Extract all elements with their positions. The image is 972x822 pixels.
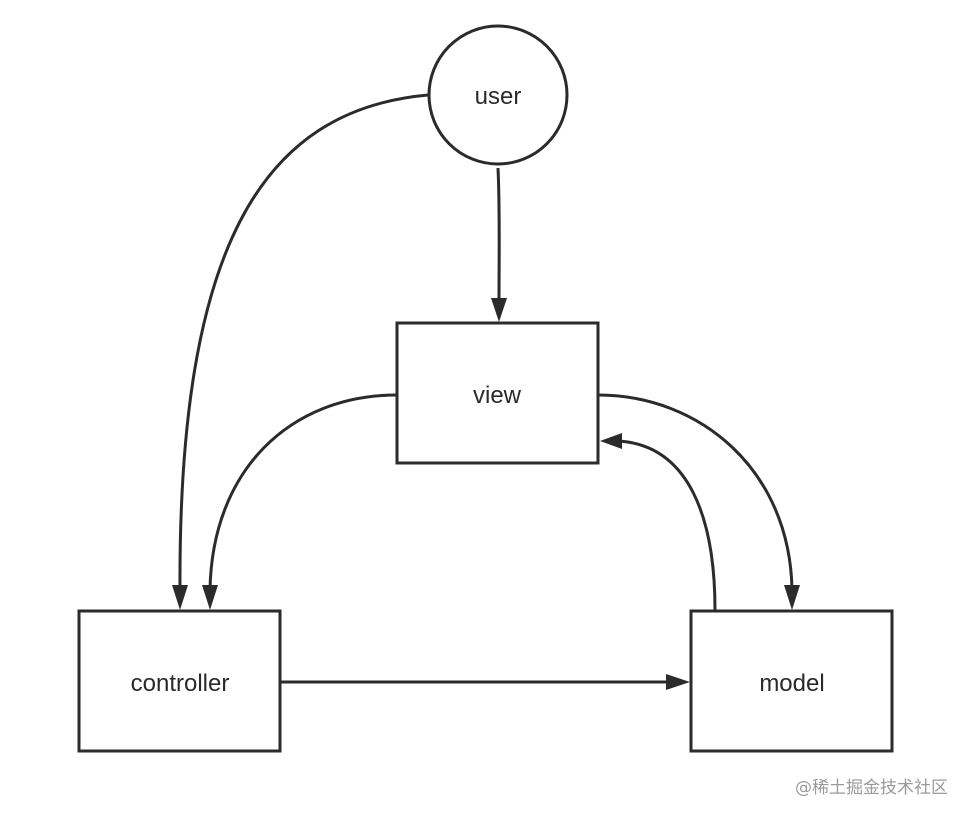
controller-box bbox=[77, 609, 282, 753]
node-user: user bbox=[427, 24, 569, 166]
edge-model-to-view bbox=[617, 439, 717, 611]
view-box bbox=[395, 321, 600, 465]
model-label: model bbox=[759, 670, 824, 697]
arrowhead-model-top bbox=[784, 585, 800, 610]
arrowhead-model-left bbox=[666, 674, 690, 690]
view-label: view bbox=[473, 382, 522, 409]
controller-label: controller bbox=[131, 670, 230, 697]
node-controller: controller bbox=[77, 609, 282, 753]
model-box bbox=[689, 609, 894, 753]
arrowhead-view-top bbox=[491, 298, 507, 322]
edge-view-to-model bbox=[597, 393, 794, 591]
arrowhead-controller-right bbox=[202, 585, 218, 610]
node-model: model bbox=[689, 609, 894, 753]
arrowhead-controller-left bbox=[172, 585, 188, 610]
edge-user-to-view bbox=[496, 167, 501, 303]
edge-view-to-controller bbox=[208, 393, 398, 591]
watermark-text: @稀土掘金技术社区 bbox=[795, 778, 948, 798]
arrowhead-view-right bbox=[600, 433, 622, 449]
node-view: view bbox=[395, 321, 600, 465]
user-circle bbox=[427, 24, 569, 166]
user-label: user bbox=[475, 83, 522, 110]
edge-user-to-controller bbox=[178, 93, 429, 593]
